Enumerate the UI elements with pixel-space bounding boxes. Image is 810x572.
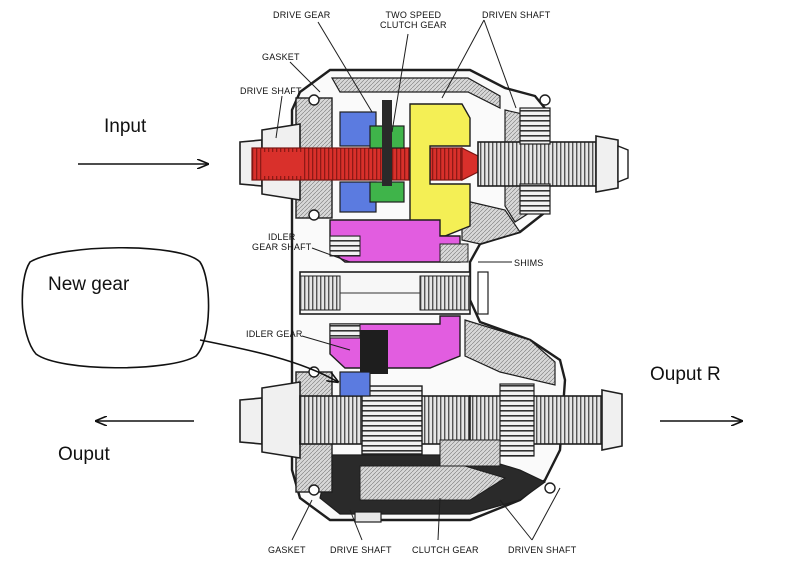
annotation-input: Input	[104, 116, 147, 137]
label-driven-shaft-top: DRIVEN SHAFT	[482, 10, 551, 20]
annotation-marks	[21, 164, 742, 421]
idler-gear-shaft	[299, 271, 489, 315]
upper-gear-set	[339, 100, 471, 237]
new-gear-blue	[339, 371, 371, 397]
label-two-speed-clutch-gear: TWO SPEED CLUTCH GEAR	[380, 10, 447, 30]
label-gasket-bottom: GASKET	[268, 545, 306, 555]
middle-web	[461, 199, 521, 245]
label-drive-shaft-top: DRIVE SHAFT	[240, 86, 302, 96]
drive-shaft-lower	[239, 371, 471, 459]
label-driven-shaft-bottom: DRIVEN SHAFT	[508, 545, 577, 555]
idler-gear-lower	[329, 315, 461, 374]
driven-shaft-upper	[477, 107, 629, 215]
annotation-new-gear: New gear	[48, 274, 130, 295]
upper-wall	[330, 77, 501, 109]
lower-web	[464, 319, 556, 386]
label-idler-gear-shaft: IDLER GEAR SHAFT	[252, 232, 312, 252]
annotation-output-right: Ouput R	[650, 364, 721, 385]
idler-gear-upper	[329, 219, 469, 263]
driven-shaft-lower	[439, 383, 623, 467]
label-two-speed-line2: CLUTCH GEAR	[380, 20, 447, 30]
label-gasket-top: GASKET	[262, 52, 300, 62]
label-drive-shaft-bottom: DRIVE SHAFT	[330, 545, 392, 555]
annotation-output-left: Ouput	[58, 444, 110, 465]
label-idler-line1: IDLER	[268, 232, 296, 242]
new-gear-pointer	[199, 339, 338, 382]
label-clutch-gear: CLUTCH GEAR	[412, 545, 479, 555]
new-gear-bubble	[21, 246, 210, 369]
label-shims: SHIMS	[514, 258, 544, 268]
label-idler-line2: GEAR SHAFT	[252, 242, 312, 252]
leader-lines	[275, 19, 561, 541]
label-idler-gear: IDLER GEAR	[246, 329, 303, 339]
label-drive-gear: DRIVE GEAR	[273, 10, 331, 20]
label-two-speed-line1: TWO SPEED	[385, 10, 442, 20]
